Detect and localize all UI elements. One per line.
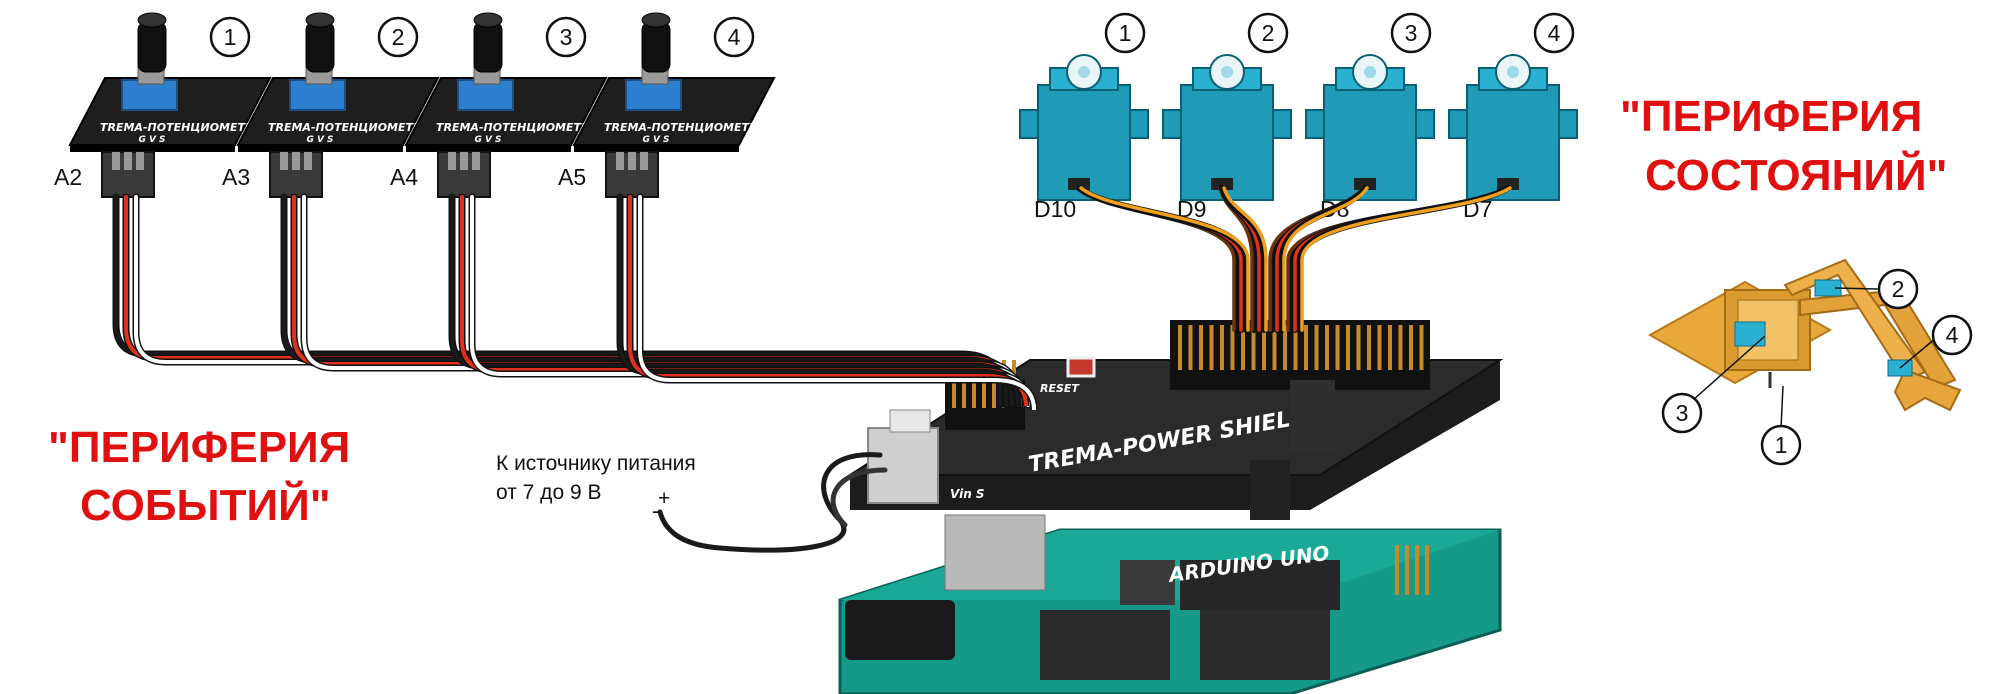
pot-pins-label: G V S (642, 135, 669, 145)
pot-number: 1 (224, 24, 237, 50)
power-note-line2: от 7 до 9 В (496, 481, 601, 504)
power-note-line1: К источнику питания (496, 452, 696, 475)
pot-number: 2 (392, 24, 405, 50)
left-title-line2: СОБЫТИЙ" (80, 479, 331, 530)
left-title-line1: "ПЕРИФЕРИЯ (48, 423, 350, 472)
component (1290, 380, 1335, 450)
pot-board-label: TREMA-ПОТЕНЦИОМЕТР (436, 121, 589, 134)
servo-number-circle (1390, 12, 1432, 54)
svg-text:3: 3 (1676, 400, 1689, 426)
potentiometer-wires (112, 193, 1038, 411)
pot-board-label: TREMA-ПОТЕНЦИОМЕТР (604, 121, 757, 134)
arm-callout-4: 4 (1931, 314, 1973, 356)
robot-arm (1647, 258, 1962, 412)
svg-text:1: 1 (1775, 432, 1788, 458)
power-cable (657, 452, 888, 553)
right-title-line1: "ПЕРИФЕРИЯ (1620, 92, 1922, 141)
arm-callout-1: 1 (1760, 424, 1802, 466)
servo-number-circle (1104, 12, 1146, 54)
pot-number-circle (545, 16, 587, 58)
arm-callout-3: 3 (1661, 392, 1703, 434)
servo-number: 1 (1119, 20, 1132, 46)
servo-2: D92 (1162, 12, 1292, 222)
pot-pin-label: A3 (222, 164, 250, 190)
pot-number-circle (209, 16, 251, 58)
servo-number: 3 (1405, 20, 1418, 46)
trema-power-shield: TREMA-POWER SHIELD RESET Vin S (846, 320, 1504, 520)
servo-1: D10 1 (1019, 12, 1149, 222)
arm-callout-2: 2 (1877, 268, 1919, 310)
servo-number-circle (1247, 12, 1289, 54)
vin-label: Vin S (950, 487, 985, 501)
reset-label: RESET (1040, 382, 1080, 395)
servo-4: D74 (1448, 12, 1578, 222)
pot-pin-label: A5 (558, 164, 586, 190)
pot-number-circle (377, 16, 419, 58)
pot-pins-label: G V S (306, 135, 333, 145)
pot-pin-label: A4 (390, 164, 418, 190)
svg-text:4: 4 (1946, 322, 1959, 348)
header-block (1200, 610, 1330, 680)
servo-number: 4 (1548, 20, 1561, 46)
component (1120, 560, 1175, 605)
pot-number: 4 (728, 24, 741, 50)
pot-pin-label: A2 (54, 164, 82, 190)
servo-number: 2 (1262, 20, 1275, 46)
power-plus: + (658, 487, 670, 510)
arm-servo-3 (1734, 321, 1766, 347)
pot-number-circle (713, 16, 755, 58)
digital-header (1170, 320, 1430, 390)
reset-button (1066, 356, 1096, 378)
servo-3: D83 (1305, 12, 1435, 222)
arduino-uno-board: ARDUINO UNO (838, 514, 1502, 694)
pot-board-label: TREMA-ПОТЕНЦИОМЕТР (268, 121, 421, 134)
servo-wires (1075, 185, 1512, 333)
power-minus: - (652, 500, 659, 523)
pot-number: 3 (560, 24, 573, 50)
right-title-line2: СОСТОЯНИЙ" (1645, 149, 1948, 200)
servo-number-circle (1533, 12, 1575, 54)
pot-pins-label: G V S (138, 135, 165, 145)
chip (1180, 560, 1340, 610)
arm-callouts (1692, 287, 1937, 429)
dc-jack (845, 600, 955, 660)
pot-board-label: TREMA-ПОТЕНЦИОМЕТР (100, 121, 253, 134)
header-block (1040, 610, 1170, 680)
usb-port (944, 514, 1046, 591)
servo-pin-label: D10 (1034, 196, 1076, 222)
svg-text:2: 2 (1892, 276, 1905, 302)
pot-pins-label: G V S (474, 135, 501, 145)
power-terminal (867, 427, 939, 504)
